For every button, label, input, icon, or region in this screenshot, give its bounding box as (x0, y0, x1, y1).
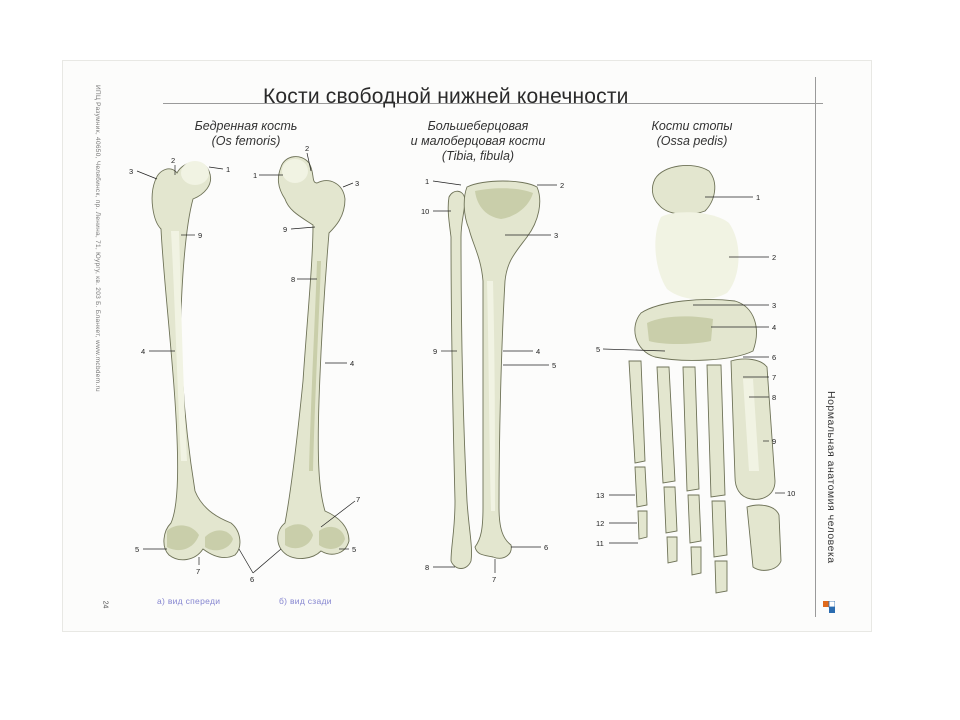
label-foot-12: 12 (596, 519, 604, 528)
label-tibia-5: 5 (552, 361, 556, 370)
page-title: Кости свободной нижней конечности (263, 85, 629, 108)
femur-front-condyle-shade (167, 525, 199, 551)
label-tibia-4: 4 (536, 347, 540, 356)
label-femur-back-6: 6 (250, 575, 254, 584)
toe-1 (730, 358, 782, 571)
label-foot-2: 2 (772, 253, 776, 262)
femur-heading: Бедренная кость (Os femoris) (171, 119, 321, 149)
femur-front-head (181, 161, 209, 185)
label-femur-front-4: 4 (141, 347, 145, 356)
label-foot-10: 10 (787, 489, 795, 498)
label-femur-front-9: 9 (198, 231, 202, 240)
foot-heading-ru: Кости стопы (651, 119, 733, 133)
tibia-fibula-view (447, 180, 541, 569)
label-femur-back-3: 3 (355, 179, 359, 188)
label-femur-back-5: 5 (352, 545, 356, 554)
tibia-bone (463, 180, 541, 559)
label-tibia-3: 3 (554, 231, 558, 240)
foot-view (628, 165, 782, 594)
side-rule (815, 77, 816, 617)
label-tibia-10: 10 (421, 207, 429, 216)
label-femur-back-2: 2 (305, 144, 309, 153)
label-femur-back-9: 9 (283, 225, 287, 234)
foot-heading: Кости стопы (Ossa pedis) (637, 119, 747, 149)
tibia-highlight (487, 281, 495, 511)
label-femur-front-7: 7 (196, 567, 200, 576)
tarsal-shade (647, 316, 713, 344)
fibula-bone (447, 190, 472, 569)
label-foot-13: 13 (596, 491, 604, 500)
publisher-logo-icon (823, 601, 835, 613)
label-tibia-6: 6 (544, 543, 548, 552)
toe-3 (682, 366, 702, 576)
header-rule (163, 103, 823, 104)
label-foot-6: 6 (772, 353, 776, 362)
label-foot-9: 9 (772, 437, 776, 446)
caption-front-view: а) вид спереди (157, 596, 221, 606)
label-femur-front-2: 2 (171, 156, 175, 165)
tibia-heading-ru-1: Большеберцовая (427, 119, 529, 133)
femur-back-view (277, 156, 350, 559)
label-foot-3: 3 (772, 301, 776, 310)
label-femur-back-8: 8 (291, 275, 295, 284)
label-femur-front-5: 5 (135, 545, 139, 554)
calcaneus-bone (651, 165, 716, 215)
label-foot-1: 1 (756, 193, 760, 202)
label-femur-back-4: 4 (350, 359, 354, 368)
foot-labels: 1 2 3 4 5 6 7 8 9 10 13 12 11 (596, 193, 795, 548)
anatomy-sheet: Кости свободной нижней конечности Бедрен… (62, 60, 872, 632)
bones-illustration: 3 2 1 9 4 5 7 6 2 1 3 9 8 4 7 5 1 2 10 3… (129, 144, 795, 594)
label-femur-back-7: 7 (356, 495, 360, 504)
label-tibia-1: 1 (425, 177, 429, 186)
caption-back-view: б) вид сзади (279, 596, 332, 606)
leader-lines (136, 152, 785, 574)
femur-front-highlight (171, 231, 187, 461)
label-foot-4: 4 (772, 323, 776, 332)
label-femur-front-1: 1 (226, 165, 230, 174)
talus-bone (655, 212, 739, 300)
tibia-labels: 1 2 10 3 9 4 5 6 8 7 (421, 177, 564, 584)
femur-back-labels: 2 1 3 9 8 4 7 5 (253, 144, 360, 554)
femur-heading-lat: (Os femoris) (211, 134, 281, 148)
label-foot-5: 5 (596, 345, 600, 354)
tibia-heading-ru-2: и малоберцовая кости (410, 134, 546, 148)
femur-front-shaft (151, 161, 241, 561)
toe-2 (706, 364, 728, 594)
label-foot-11: 11 (596, 539, 604, 548)
label-tibia-8: 8 (425, 563, 429, 572)
foot-heading-lat: (Ossa pedis) (656, 134, 728, 148)
label-tibia-7: 7 (492, 575, 496, 584)
label-foot-8: 8 (772, 393, 776, 402)
femur-front-view (151, 161, 241, 561)
label-tibia-9: 9 (433, 347, 437, 356)
femur-back-linea-aspera (309, 261, 321, 471)
tibia-plateau-shade (475, 188, 533, 219)
toe-5 (628, 360, 648, 540)
toe-4 (656, 366, 678, 564)
femur-front-condyle-shade-2 (205, 530, 233, 551)
tibia-heading: Большеберцовая и малоберцовая кости (Tib… (393, 119, 563, 164)
femur-heading-ru: Бедренная кость (194, 119, 298, 133)
femur-back-head (282, 159, 308, 183)
label-tibia-2: 2 (560, 181, 564, 190)
label-femur-front-3: 3 (129, 167, 133, 176)
femur-front-labels: 3 2 1 9 4 5 7 6 (129, 156, 254, 584)
femur-back-condyle-shade-2 (319, 526, 345, 549)
label-femur-back-1: 1 (253, 171, 257, 180)
label-foot-7: 7 (772, 373, 776, 382)
femur-back-condyle-shade (285, 524, 313, 549)
tibia-heading-lat: (Tibia, fibula) (441, 149, 515, 163)
